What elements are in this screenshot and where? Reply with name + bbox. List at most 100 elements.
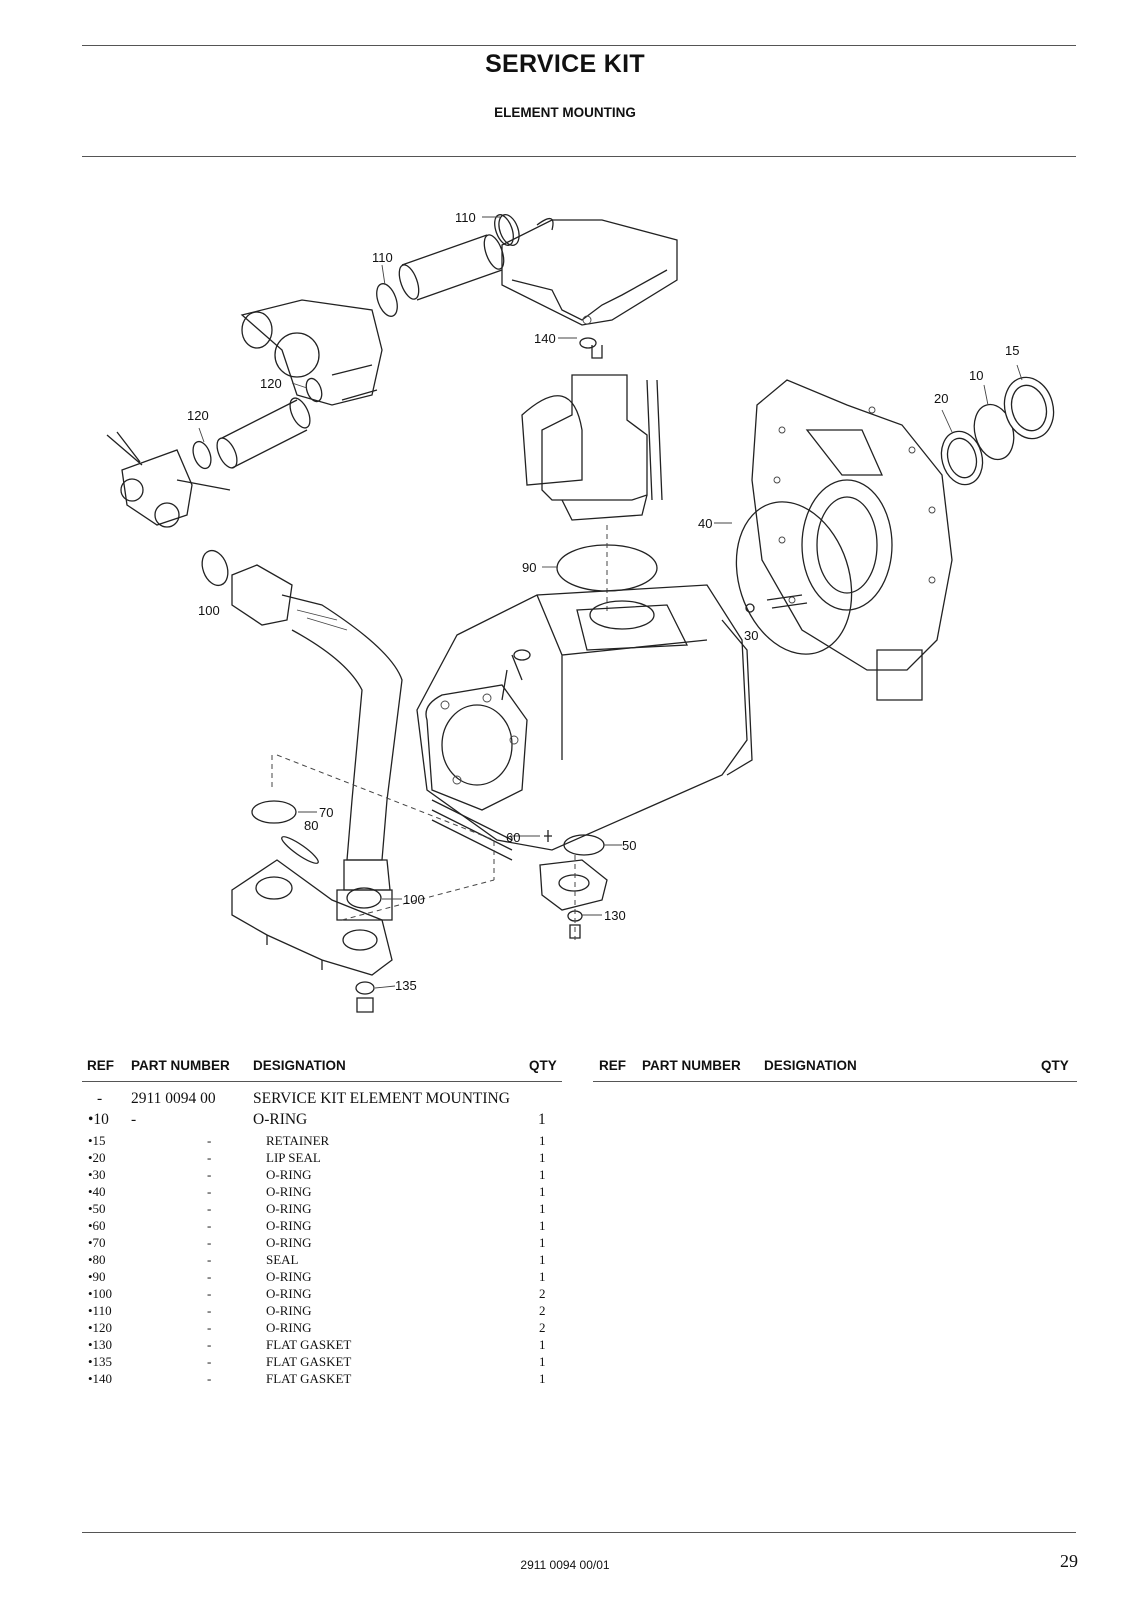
- o-ring-120-lower: [192, 440, 212, 470]
- header-designation: DESIGNATION: [764, 1058, 857, 1073]
- cell-part-number: -: [207, 1184, 212, 1199]
- cell-ref: •130: [88, 1337, 113, 1352]
- callout-70: 70: [319, 805, 333, 820]
- table-row-first: •10 - O-RING 1: [82, 1111, 562, 1131]
- cell-part-number: -: [207, 1150, 212, 1165]
- cell-qty: 1: [539, 1252, 546, 1267]
- plug-130-drawing: [569, 924, 581, 939]
- o-ring-110-lower: [376, 283, 398, 317]
- cell-qty: 2: [539, 1320, 546, 1335]
- leader-lines: [198, 216, 1023, 989]
- header-part-number: PART NUMBER: [131, 1058, 230, 1073]
- cell-ref: •40: [88, 1184, 106, 1199]
- callout-140: 140: [534, 331, 556, 346]
- cell-designation: O-RING: [266, 1269, 312, 1284]
- page-subtitle: ELEMENT MOUNTING: [494, 105, 636, 120]
- callout-30: 30: [744, 628, 758, 643]
- cell-designation: O-RING: [266, 1286, 312, 1301]
- header-bottom-rule: [82, 156, 1076, 157]
- lip-seal-20-inner: [946, 437, 978, 479]
- callout-50: 50: [622, 838, 636, 853]
- callout-130: 130: [604, 908, 626, 923]
- cell-ref: •100: [88, 1286, 113, 1301]
- cell-designation: O-RING: [266, 1184, 312, 1199]
- cell-qty: 1: [539, 1371, 546, 1386]
- footer-rule: [82, 1532, 1076, 1533]
- page-title: SERVICE KIT: [485, 50, 645, 78]
- o-ring-100-upper: [201, 549, 229, 587]
- cell-part-number: -: [207, 1337, 212, 1352]
- callout-135: 135: [395, 978, 417, 993]
- callout-20: 20: [934, 391, 948, 406]
- cell-part-number: -: [207, 1218, 212, 1233]
- cell-ref: •120: [88, 1320, 113, 1335]
- callout-80: 80: [304, 818, 318, 833]
- exploded-parts-diagram: 110 110 140 120 120 15 10 20 40 90 100 3…: [106, 210, 1055, 1013]
- retainer-15-inner: [1010, 384, 1048, 432]
- manifold-drawing: [240, 299, 383, 406]
- header-part-number: PART NUMBER: [642, 1058, 741, 1073]
- cell-designation: SERVICE KIT ELEMENT MOUNTING: [253, 1090, 510, 1107]
- callout-60: 60: [506, 830, 520, 845]
- retainer-15: [1003, 376, 1055, 440]
- cell-ref: •70: [88, 1235, 106, 1250]
- callout-110-upper: 110: [455, 210, 476, 225]
- lip-seal-20: [940, 430, 984, 486]
- plug-135-drawing: [356, 997, 374, 1013]
- cell-qty: 1: [539, 1269, 546, 1284]
- discharge-housing-drawing: [501, 218, 678, 326]
- cell-designation: LIP SEAL: [266, 1150, 321, 1165]
- table-header-rule-right: [593, 1081, 1077, 1082]
- o-ring-70: [251, 800, 297, 824]
- o-ring-30: [745, 603, 755, 613]
- cell-qty: 1: [539, 1218, 546, 1233]
- cell-ref: -: [97, 1090, 103, 1107]
- cell-designation: O-RING: [266, 1303, 312, 1318]
- cell-part-number: -: [207, 1133, 212, 1148]
- o-ring-110-upper: [498, 214, 520, 246]
- header-qty: QTY: [529, 1058, 557, 1073]
- o-ring-50: [563, 834, 605, 856]
- page-number: 29: [1060, 1551, 1078, 1571]
- rotor-housing-drawing: [751, 379, 953, 701]
- upper-pipe-drawing: [398, 214, 514, 301]
- cell-ref: •30: [88, 1167, 106, 1182]
- cell-ref: •60: [88, 1218, 106, 1233]
- cell-ref: •20: [88, 1150, 106, 1165]
- cell-designation: O-RING: [253, 1111, 308, 1128]
- cell-qty: 1: [539, 1133, 546, 1148]
- o-ring-60: [544, 830, 552, 842]
- cell-part-number: -: [131, 1111, 137, 1128]
- cell-qty: 1: [539, 1235, 546, 1250]
- callout-15: 15: [1005, 343, 1019, 358]
- cell-ref: •90: [88, 1269, 106, 1284]
- cell-designation: O-RING: [266, 1218, 312, 1233]
- header-ref: REF: [87, 1058, 114, 1073]
- callout-40: 40: [698, 516, 712, 531]
- table-header-right: REF PART NUMBER DESIGNATION QTY: [593, 1058, 1077, 1078]
- table-row: •60 - O-RING 1: [82, 1218, 562, 1234]
- cell-part-number: -: [207, 1354, 212, 1369]
- flat-gasket-135: [355, 981, 375, 995]
- callout-120-upper: 120: [260, 376, 282, 391]
- compressor-element-drawing: [416, 584, 753, 861]
- cell-part-number: -: [207, 1286, 212, 1301]
- header-designation: DESIGNATION: [253, 1058, 346, 1073]
- cell-designation: SEAL: [266, 1252, 299, 1267]
- cell-ref: •135: [88, 1354, 113, 1369]
- top-rule: [82, 45, 1076, 46]
- o-ring-40: [735, 501, 853, 655]
- cell-part-number: -: [207, 1201, 212, 1216]
- valve-drawing: [106, 431, 231, 528]
